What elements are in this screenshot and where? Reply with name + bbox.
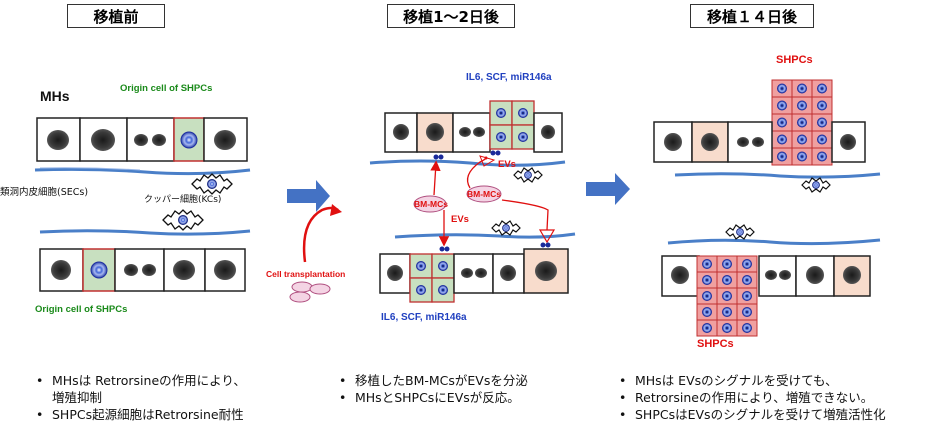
bm-mc-cluster [289,281,331,303]
shpc-nucleus [702,307,712,317]
shpc-nucleus [817,151,827,162]
sinusoid-endothelium-top-2 [369,159,566,167]
shpc-nucleus [722,275,732,285]
bullet-item: 移植したBM-MCsがEVsを分泌 [337,372,528,389]
panel-before [34,117,251,292]
bullet-item: MHsは EVsのシグナルを受けても、 [617,372,886,389]
panel-title-before: 移植前 [67,4,165,28]
kupffer-cell-top-2 [513,167,543,183]
shpc-nucleus [722,259,732,269]
shpc-nucleus [777,100,787,111]
bm-mc-cell-1 [413,195,447,213]
bm-mc-cell-2 [466,185,502,203]
sinusoid-endothelium-bottom [39,229,251,236]
secs-label: 類洞内皮細胞(SECs) [0,187,89,198]
hepatocyte-row-top [36,117,248,162]
shpc-nucleus [722,307,732,317]
shpc-nucleus [817,134,827,145]
shpc-block-bottom [696,255,758,337]
shpc-nucleus [797,134,807,145]
il6-label-bottom: IL6, SCF, miR146a [381,312,467,323]
origin-cell-label-bottom: Origin cell of SHPCs [35,304,128,315]
transplant-arrow [302,206,339,263]
kupffer-cell-bottom [162,209,204,231]
shpc-nucleus [702,323,712,333]
shpc-nucleus [702,291,712,301]
sinusoid-endothelium-bottom-2 [394,232,576,239]
sinusoid-endothelium-top [34,167,251,176]
bullet-item: MHsとSHPCsにEVsが反応。 [337,389,528,406]
bullet-item-cont: 増殖抑制 [52,390,103,405]
mhs-label: MHs [40,88,70,104]
bullet-item: SHPCsはEVsのシグナルを受けて増殖活性化 [617,406,886,423]
origin-cell-label-top: Origin cell of SHPCs [120,83,213,94]
shpc-nucleus [777,151,787,162]
shpc-nucleus [722,323,732,333]
shpc-nucleus [722,291,732,301]
shpc-nucleus [797,100,807,111]
hepatocyte-row-top-3 [653,121,866,163]
hepatocyte-row-top-2 [384,100,563,160]
bullet-item: SHPCs起源細胞はRetrorsine耐性 [34,406,246,423]
shpc-nucleus [817,83,827,94]
hepatocyte-row-bottom-3 [661,255,871,297]
bm-mcs-label-2: BM-MCs [467,189,501,199]
kupffer-cell-bottom-2 [491,220,521,236]
panel-days12 [369,100,576,303]
shpc-nucleus [742,275,752,285]
shpc-nucleus [777,83,787,94]
sinusoid-endothelium-top-3 [674,172,881,179]
shpc-nucleus [742,259,752,269]
cell-transplantation-label: Cell transplantation [266,269,346,279]
hepatocyte-row-bottom-2 [379,242,569,303]
kupffer-cell-top [191,173,233,195]
panel-title-days12: 移植1〜2日後 [387,4,515,28]
shpcs-label-bottom: SHPCs [697,338,734,350]
kcs-label: クッパー細胞(KCs) [144,195,222,205]
bm-mcs-label-1: BM-MCs [414,199,448,209]
shpc-nucleus [742,291,752,301]
shpcs-label-top: SHPCs [776,54,813,66]
hepatocyte-row-bottom [39,248,246,292]
evs-label-1: EVs [498,159,516,170]
bullets-day14: MHsは EVsのシグナルを受けても、 Retrorsineの作用により、増殖で… [617,372,886,423]
shpc-nucleus [702,259,712,269]
bullet-item: Retrorsineの作用により、増殖できない。 [617,389,886,406]
panel-day14 [653,79,881,337]
bullets-before: MHsは Retrorsineの作用により、 増殖抑制 SHPCs起源細胞はRe… [34,372,246,423]
shpc-nucleus [797,83,807,94]
shpc-cluster-bottom [409,253,455,303]
shpc-nucleus [817,117,827,128]
bullets-days12: 移植したBM-MCsがEVsを分泌 MHsとSHPCsにEVsが反応。 [337,372,528,406]
origin-cell-bottom [82,248,116,292]
shpc-nucleus [777,134,787,145]
shpc-nucleus [817,100,827,111]
shpc-cluster-top [489,100,535,150]
kupffer-cell-bottom-3 [725,224,755,240]
bullet-item: MHsは Retrorsineの作用により、 [34,372,246,389]
shpc-nucleus [777,117,787,128]
shpc-nucleus [742,307,752,317]
shpc-nucleus [797,151,807,162]
arrow-right-1 [287,180,330,212]
shpc-nucleus [742,323,752,333]
evs-label-2: EVs [451,214,469,225]
sinusoid-endothelium-bottom-3 [667,238,881,246]
il6-label-top: IL6, SCF, miR146a [466,72,552,83]
arrow-right-2 [586,173,630,205]
shpc-block-top [771,79,833,166]
shpc-nucleus [702,275,712,285]
shpc-nucleus [797,117,807,128]
kupffer-cell-top-3 [801,177,831,193]
panel-title-day14: 移植１４日後 [690,4,814,28]
